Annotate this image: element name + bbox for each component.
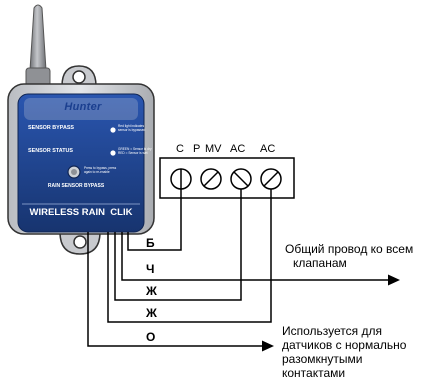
status-led	[110, 150, 116, 156]
terminal-label-mv: MV	[205, 143, 222, 155]
bypass-button[interactable]	[67, 165, 81, 179]
note-line: контактами	[282, 366, 346, 380]
wire-white-common	[127, 189, 182, 251]
normally-open-note: Используется для датчиков с нормально ра…	[282, 324, 406, 380]
bypass-led	[110, 127, 116, 133]
wire-yellow-1	[114, 189, 242, 301]
wire-label-zh-2: Ж	[146, 306, 157, 320]
terminal-screw[interactable]	[200, 168, 222, 190]
wire-label-ch: Ч	[146, 262, 155, 276]
note-line: клапанам	[293, 256, 347, 270]
terminal-label-ac-2: AC	[260, 143, 276, 155]
bypass-button-note: Press to bypass, press again to re-enabl…	[84, 166, 117, 174]
rain-sensor-bypass-label: RAIN SENSOR BYPASS	[47, 183, 105, 189]
terminal-strip	[159, 157, 295, 199]
antenna	[25, 4, 51, 87]
brand-logo: Hunter	[64, 101, 102, 113]
wire-label-o: О	[146, 330, 156, 344]
common-wire-note: Общий провод ко всем клапанам	[285, 242, 413, 270]
bottom-mounting-tab	[59, 231, 101, 255]
rain-clik-receiver	[7, 83, 155, 235]
terminal-label-c: C	[176, 143, 184, 155]
top-mounting-tab	[61, 65, 97, 87]
terminal-label-ac-1: AC	[230, 143, 246, 155]
wire-orange-no	[87, 232, 267, 347]
terminal-label-p: P	[193, 143, 201, 155]
note-line: датчиков с нормально	[282, 338, 407, 352]
arrow-head	[388, 274, 400, 286]
sensor-bypass-note: Red light indicates sensor is bypassed	[118, 124, 146, 132]
device-name: WIRELESS RAIN CLIK	[29, 207, 133, 218]
note-line: Общий провод ко всем	[285, 242, 414, 256]
wire-label-b: Б	[146, 236, 155, 250]
sensor-status-label: SENSOR STATUS	[28, 148, 74, 154]
wire-label-zh-1: Ж	[146, 284, 157, 298]
note-line: разомкнутыми	[282, 352, 363, 366]
sensor-status-note: GREEN = Sensor is dry RED = Sensor is we…	[118, 147, 152, 155]
sensor-bypass-label: SENSOR BYPASS	[28, 125, 75, 131]
terminal-screw[interactable]	[170, 168, 192, 190]
wire-yellow-2	[107, 189, 272, 323]
terminal-screw[interactable]	[260, 168, 282, 190]
arrow-head	[262, 340, 274, 352]
terminal-screw[interactable]	[230, 168, 252, 190]
note-line: Используется для	[282, 324, 382, 338]
wire-black-common-out	[121, 232, 394, 281]
